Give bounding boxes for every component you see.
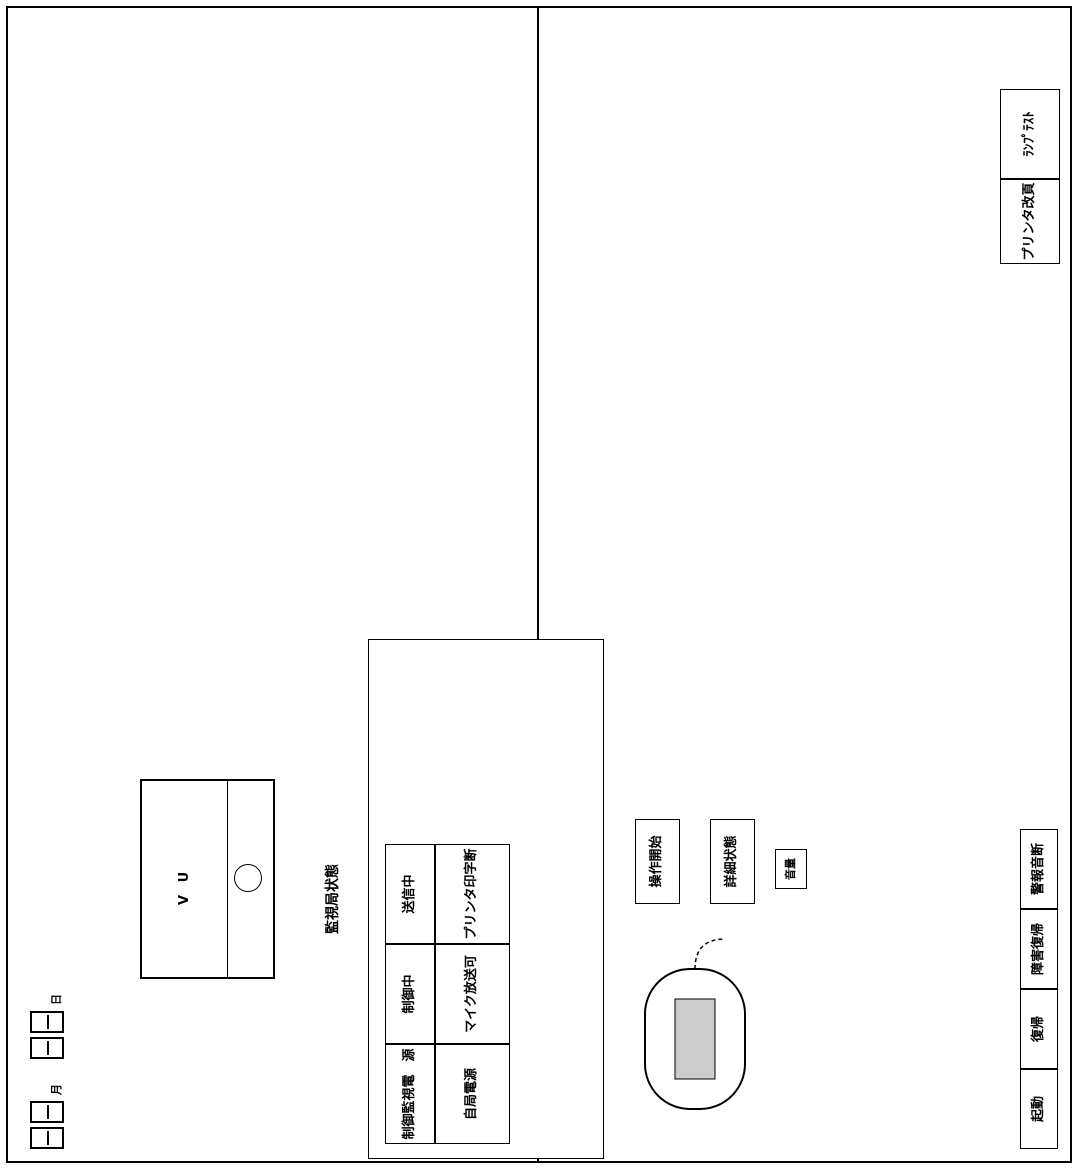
alarm-stop-button[interactable]: 警報音断: [1020, 829, 1058, 909]
lamp-test-button[interactable]: ﾗﾝﾌﾟﾃｽﾄ: [1000, 89, 1060, 179]
fault-reset-button[interactable]: 障害復帰: [1020, 909, 1058, 989]
reset-button[interactable]: 復帰: [1020, 989, 1058, 1069]
status-cell: プリンタ印字断: [435, 844, 510, 944]
vu-knob-icon[interactable]: [234, 864, 262, 892]
status-cell: 自局電源: [435, 1044, 510, 1144]
monitor-station-title: 監視局状態: [325, 864, 341, 934]
telephone-handset-icon[interactable]: [585, 929, 805, 1149]
status-cell: 制御中: [385, 944, 435, 1044]
volume-button[interactable]: 音量: [775, 849, 807, 889]
vu-meter: V U: [140, 779, 275, 979]
detail-status-button[interactable]: 詳細状態: [710, 819, 755, 904]
month-unit-label: 月: [50, 1084, 63, 1095]
operation-start-button[interactable]: 操作開始: [635, 819, 680, 904]
day-unit-label: 日: [50, 994, 63, 1005]
status-cell: 送信中: [385, 844, 435, 944]
status-cell: マイク放送可: [435, 944, 510, 1044]
status-cell: 制御監視電 源: [385, 1044, 435, 1144]
start-button[interactable]: 起動: [1020, 1069, 1058, 1149]
vu-label: V U: [177, 867, 192, 905]
printer-feed-button[interactable]: プリンタ改頁: [1000, 179, 1060, 264]
